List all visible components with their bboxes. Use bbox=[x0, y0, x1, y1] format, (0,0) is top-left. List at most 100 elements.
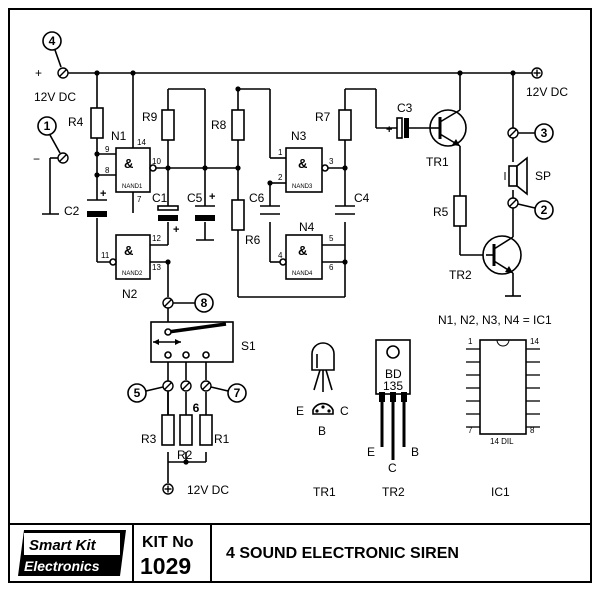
supply-plus-bottom bbox=[162, 483, 174, 495]
n2-pin-12: 12 bbox=[152, 234, 161, 243]
n1-pin-10: 10 bbox=[152, 157, 161, 166]
speaker-sp bbox=[504, 156, 528, 196]
resistor-r1 bbox=[199, 414, 213, 446]
terminal-callouts bbox=[37, 31, 554, 403]
terminal-4-label: 4 bbox=[49, 34, 56, 48]
kit-label: KIT No bbox=[142, 534, 194, 551]
terminal-8-label: 8 bbox=[201, 296, 208, 310]
supply-plus-right bbox=[531, 67, 543, 79]
n1-symbol: & bbox=[124, 156, 133, 171]
sheet-border bbox=[8, 8, 592, 583]
terminal-1-screw bbox=[57, 152, 69, 164]
label-r1: R1 bbox=[214, 432, 230, 446]
resistor-r8 bbox=[231, 109, 245, 141]
ic-package-name: 14 DIL bbox=[490, 437, 514, 446]
c2-plus-sign: + bbox=[100, 188, 106, 200]
n2-pin-11: 11 bbox=[101, 251, 110, 260]
gate-n3 bbox=[285, 147, 329, 193]
terminal-2-label: 2 bbox=[541, 203, 548, 217]
tr2-pin-c: C bbox=[388, 461, 397, 475]
capacitor-c5 bbox=[195, 205, 215, 221]
terminal-7-screw bbox=[200, 380, 212, 392]
n2-part-label: NAND2 bbox=[122, 271, 143, 277]
gate-n1 bbox=[115, 147, 157, 193]
n3-part-label: NAND3 bbox=[292, 184, 313, 190]
n2-pin-13: 13 bbox=[152, 263, 161, 272]
resistor-r4 bbox=[90, 107, 104, 139]
switch-s1 bbox=[150, 321, 234, 363]
gate-n4 bbox=[279, 234, 323, 280]
junctions bbox=[94, 70, 516, 465]
tr2-type-line1: BD bbox=[385, 367, 402, 381]
terminal-6-label: 6 bbox=[193, 401, 200, 415]
n4-pin-4: 4 bbox=[278, 251, 283, 260]
label-tr2: TR2 bbox=[449, 268, 472, 282]
ic-pin-1: 1 bbox=[468, 337, 473, 346]
n3-pin-3: 3 bbox=[329, 157, 334, 166]
supply-voltage-right: 12V DC bbox=[526, 85, 568, 99]
label-n2: N2 bbox=[122, 287, 138, 301]
c3-plus-sign: + bbox=[386, 124, 392, 136]
terminal-3-screw bbox=[507, 127, 519, 139]
label-n1: N1 bbox=[111, 129, 127, 143]
terminal-3-label: 3 bbox=[541, 126, 548, 140]
ic-pin-8: 8 bbox=[530, 426, 535, 435]
n4-symbol: & bbox=[298, 243, 307, 258]
supply-voltage-left: 12V DC bbox=[34, 90, 76, 104]
supply-voltage-bottom: 12V DC bbox=[187, 483, 229, 497]
wiring bbox=[42, 72, 532, 483]
tr1-pin-b: B bbox=[318, 424, 326, 438]
ic-equivalence-note: N1, N2, N3, N4 = IC1 bbox=[438, 313, 552, 327]
label-r7: R7 bbox=[315, 110, 331, 124]
package-tr1 bbox=[311, 342, 335, 415]
transistor-tr2 bbox=[482, 235, 522, 275]
label-r6: R6 bbox=[245, 233, 261, 247]
label-c5: C5 bbox=[187, 191, 203, 205]
label-r5: R5 bbox=[433, 205, 449, 219]
label-r4: R4 bbox=[68, 115, 84, 129]
capacitor-c1 bbox=[157, 205, 179, 221]
resistor-r6 bbox=[231, 199, 245, 231]
capacitor-c2 bbox=[87, 199, 107, 217]
resistor-r3 bbox=[161, 414, 175, 446]
ic1-caption: IC1 bbox=[491, 485, 510, 499]
resistor-r7 bbox=[338, 109, 352, 141]
terminal-5-screw bbox=[162, 380, 174, 392]
tr1-pin-c: C bbox=[340, 404, 349, 418]
n1-pin-9: 9 bbox=[105, 145, 110, 154]
logo-line1: Smart Kit bbox=[29, 537, 97, 554]
terminal-4-screw bbox=[57, 67, 69, 79]
n1-pin-7: 7 bbox=[137, 195, 142, 204]
supply-plus-label: + bbox=[35, 66, 42, 80]
n4-pin-6: 6 bbox=[329, 263, 334, 272]
transistor-tr1 bbox=[429, 109, 467, 147]
label-c2: C2 bbox=[64, 204, 80, 218]
terminal-1-label: 1 bbox=[44, 119, 51, 133]
n4-part-label: NAND4 bbox=[292, 271, 313, 277]
supply-minus-label: − bbox=[33, 152, 40, 166]
label-r3: R3 bbox=[141, 432, 157, 446]
n1-pin-14: 14 bbox=[137, 138, 146, 147]
package-tr2 bbox=[375, 339, 411, 460]
label-c1: C1 bbox=[152, 191, 168, 205]
terminal-6-screw bbox=[180, 380, 192, 392]
label-c6: C6 bbox=[249, 191, 265, 205]
kit-number: 1029 bbox=[140, 553, 191, 579]
label-r8: R8 bbox=[211, 118, 227, 132]
terminal-5-label: 5 bbox=[134, 386, 141, 400]
ic-pin-7: 7 bbox=[468, 426, 473, 435]
label-r9: R9 bbox=[142, 110, 158, 124]
ic-pin-14: 14 bbox=[530, 337, 539, 346]
terminal-8-screw bbox=[162, 297, 174, 309]
gate-n2 bbox=[109, 234, 151, 280]
c5-plus-sign: + bbox=[209, 191, 215, 203]
n4-pin-5: 5 bbox=[329, 234, 334, 243]
c1-plus-sign: + bbox=[173, 224, 179, 236]
n1-pin-8: 8 bbox=[105, 166, 110, 175]
label-n4: N4 bbox=[299, 220, 315, 234]
label-s1: S1 bbox=[241, 339, 256, 353]
tr2-caption: TR2 bbox=[382, 485, 405, 499]
label-n3: N3 bbox=[291, 129, 307, 143]
